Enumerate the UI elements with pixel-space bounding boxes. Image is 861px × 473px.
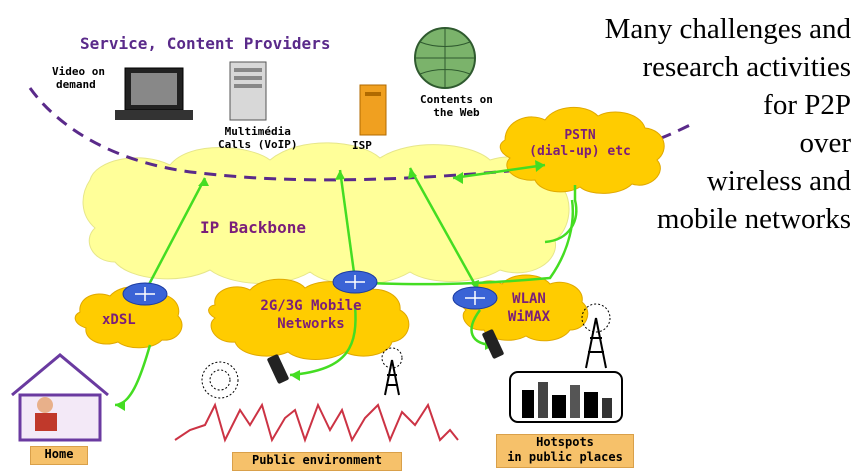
public-tag: Public environment — [232, 452, 402, 471]
isp-icon — [359, 84, 387, 136]
antenna-icon — [581, 303, 611, 369]
server-icon — [229, 61, 267, 121]
providers-heading: Service, Content Providers — [80, 34, 331, 53]
house-icon — [11, 353, 109, 442]
phone-icon — [267, 354, 289, 384]
web-label: Contents on the Web — [420, 93, 493, 119]
signal-icon — [201, 361, 239, 399]
wlan-label: WLAN WiMAX — [507, 291, 551, 325]
hotspots-tag: Hotspots in public places — [496, 434, 634, 468]
voip-label: Multimédia Calls (VoIP) — [218, 125, 298, 151]
router-icon — [332, 270, 378, 294]
city-icon — [509, 371, 623, 423]
phone-icon — [482, 329, 504, 359]
isp-label: ISP — [352, 139, 372, 152]
city-skyline — [174, 402, 459, 444]
video-label: Video on demand — [52, 65, 105, 91]
globe-icon — [414, 27, 476, 89]
backbone-label: IP Backbone — [200, 218, 306, 237]
pstn-label: PSTN (dial-up) etc — [529, 128, 631, 159]
pstn-cloud — [499, 106, 665, 194]
router-icon — [122, 282, 168, 306]
side-text: Many challenges and research activities … — [604, 13, 851, 235]
computer-icon — [115, 67, 193, 120]
mobile-label: 2G/3G Mobile Networks — [260, 298, 362, 332]
xdsl-label: xDSL — [102, 312, 136, 328]
mobile-networks-cloud — [208, 278, 410, 360]
router-icon — [452, 286, 498, 310]
antenna-icon — [381, 347, 403, 396]
home-tag: Home — [30, 446, 88, 465]
provider-boundary — [28, 87, 691, 182]
